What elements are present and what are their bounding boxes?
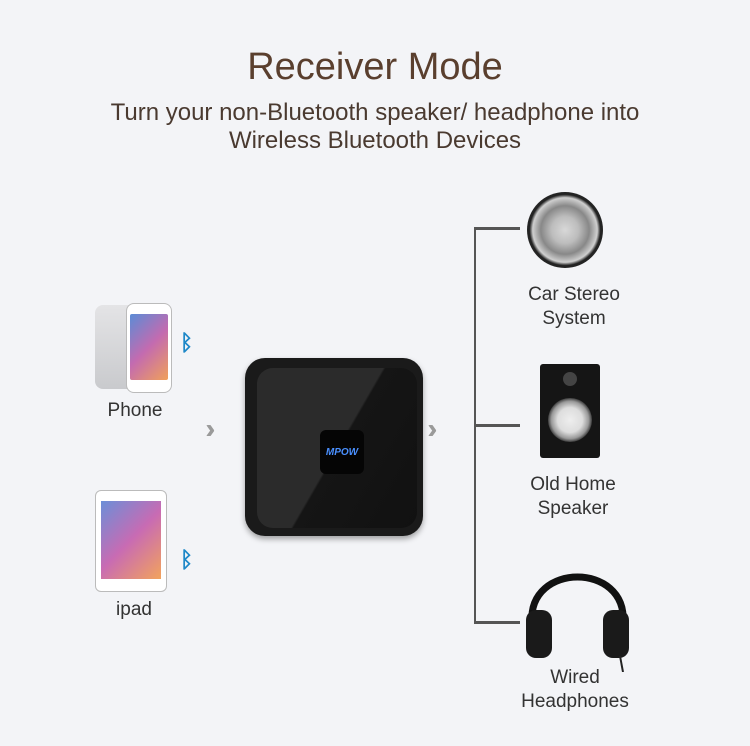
car-speaker-icon xyxy=(527,192,603,268)
bluetooth-receiver-device: MPOW xyxy=(245,358,423,536)
audio-cable xyxy=(474,621,520,624)
old-home-speaker-label: Old Home Speaker xyxy=(493,473,653,521)
headphones-icon xyxy=(526,573,629,672)
bluetooth-icon: ᛒ xyxy=(180,330,194,355)
phone-label: Phone xyxy=(107,400,163,421)
car-stereo-label: Car Stereo System xyxy=(494,283,654,331)
label-line: System xyxy=(542,308,606,329)
bluetooth-icon: ᛒ xyxy=(180,547,194,572)
subtitle-line-1: Turn your non-Bluetooth speaker/ headpho… xyxy=(110,99,640,126)
home-speaker-icon xyxy=(540,364,600,458)
audio-cable xyxy=(474,227,520,230)
audio-cable xyxy=(474,424,520,427)
phone-icon xyxy=(126,303,172,393)
wired-headphones-label: Wired Headphones xyxy=(495,666,655,714)
label-line: Car Stereo xyxy=(528,284,620,305)
label-line: Wired xyxy=(550,667,600,688)
label-line: Headphones xyxy=(521,691,629,712)
label-line: Speaker xyxy=(537,498,609,519)
mpow-logo: MPOW xyxy=(325,446,359,458)
tablet-icon xyxy=(95,490,167,592)
subtitle-line-2: Wireless Bluetooth Devices xyxy=(228,127,522,154)
label-line: Old Home xyxy=(530,474,616,495)
page-title: Receiver Mode xyxy=(247,46,503,88)
ipad-label: ipad xyxy=(116,599,152,620)
